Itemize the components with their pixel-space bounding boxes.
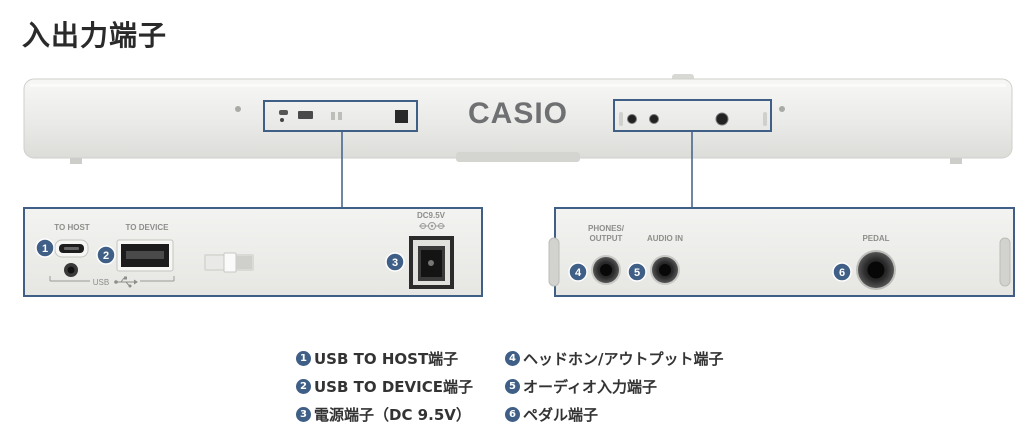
to-host-label: TO HOST [54,223,90,232]
page-title: 入出力端子 [22,19,168,52]
legend-label: オーディオ入力端子 [523,377,657,396]
right-zoom-panel: PHONES/ OUTPUT AUDIO IN PEDAL [548,207,1015,297]
body-right-ports [619,112,767,126]
dc-label: DC9.5V [417,211,446,220]
casio-logo: CASIO [468,97,568,130]
usb-label: USB [93,278,109,287]
marker-3: 3 [385,252,405,272]
highlight-left [263,100,418,132]
svg-text:5: 5 [634,267,640,279]
number-badge: 1 [296,350,311,366]
legend-right-column: 4 ヘッドホン/アウトプット端子 5 オーディオ入力端子 6 ペダル端子 [505,344,723,428]
svg-text:2: 2 [103,250,109,262]
number-badge: 4 [505,350,520,366]
legend-left-column: 1 USB TO HOST端子 2 USB TO DEVICE端子 3 電源端子… [296,344,473,428]
number-badge: 2 [296,378,311,394]
audio-in-label: AUDIO IN [647,234,683,243]
svg-text:6: 6 [839,267,845,279]
legend-label: USB TO DEVICE端子 [314,377,473,396]
number-badge: 3 [296,406,311,422]
legend-label: USB TO HOST端子 [314,349,459,368]
left-zoom-panel: TO HOST TO DEVICE USB [23,207,483,297]
legend-item-usb-host: 1 USB TO HOST端子 [296,344,473,372]
marker-4: 4 [568,262,588,282]
marker-6: 6 [832,262,852,282]
marker-2: 2 [96,245,116,265]
legend-item-power: 3 電源端子（DC 9.5V） [296,400,473,428]
svg-text:3: 3 [392,257,398,269]
legend-item-phones: 4 ヘッドホン/アウトプット端子 [505,344,723,372]
number-badge: 6 [505,406,520,422]
svg-text:4: 4 [575,267,582,279]
phones-label-line1: PHONES/ [588,224,625,233]
to-device-label: TO DEVICE [126,223,170,232]
legend-label: ペダル端子 [523,405,599,424]
svg-text:1: 1 [42,243,48,255]
pedal-label: PEDAL [862,234,889,243]
legend-item-usb-device: 2 USB TO DEVICE端子 [296,372,473,400]
keyboard-body [23,74,1013,164]
marker-5: 5 [627,262,647,282]
legend-label: 電源端子（DC 9.5V） [314,405,471,424]
body-left-ports [279,110,408,123]
legend-item-pedal: 6 ペダル端子 [505,400,723,428]
marker-1: 1 [35,238,55,258]
number-badge: 5 [505,378,520,394]
legend-item-audio-in: 5 オーディオ入力端子 [505,372,723,400]
usb-symbol-icon [114,276,138,288]
polarity-symbol-icon [419,222,445,230]
legend-label: ヘッドホン/アウトプット端子 [523,349,724,368]
phones-label-line2: OUTPUT [590,234,623,243]
